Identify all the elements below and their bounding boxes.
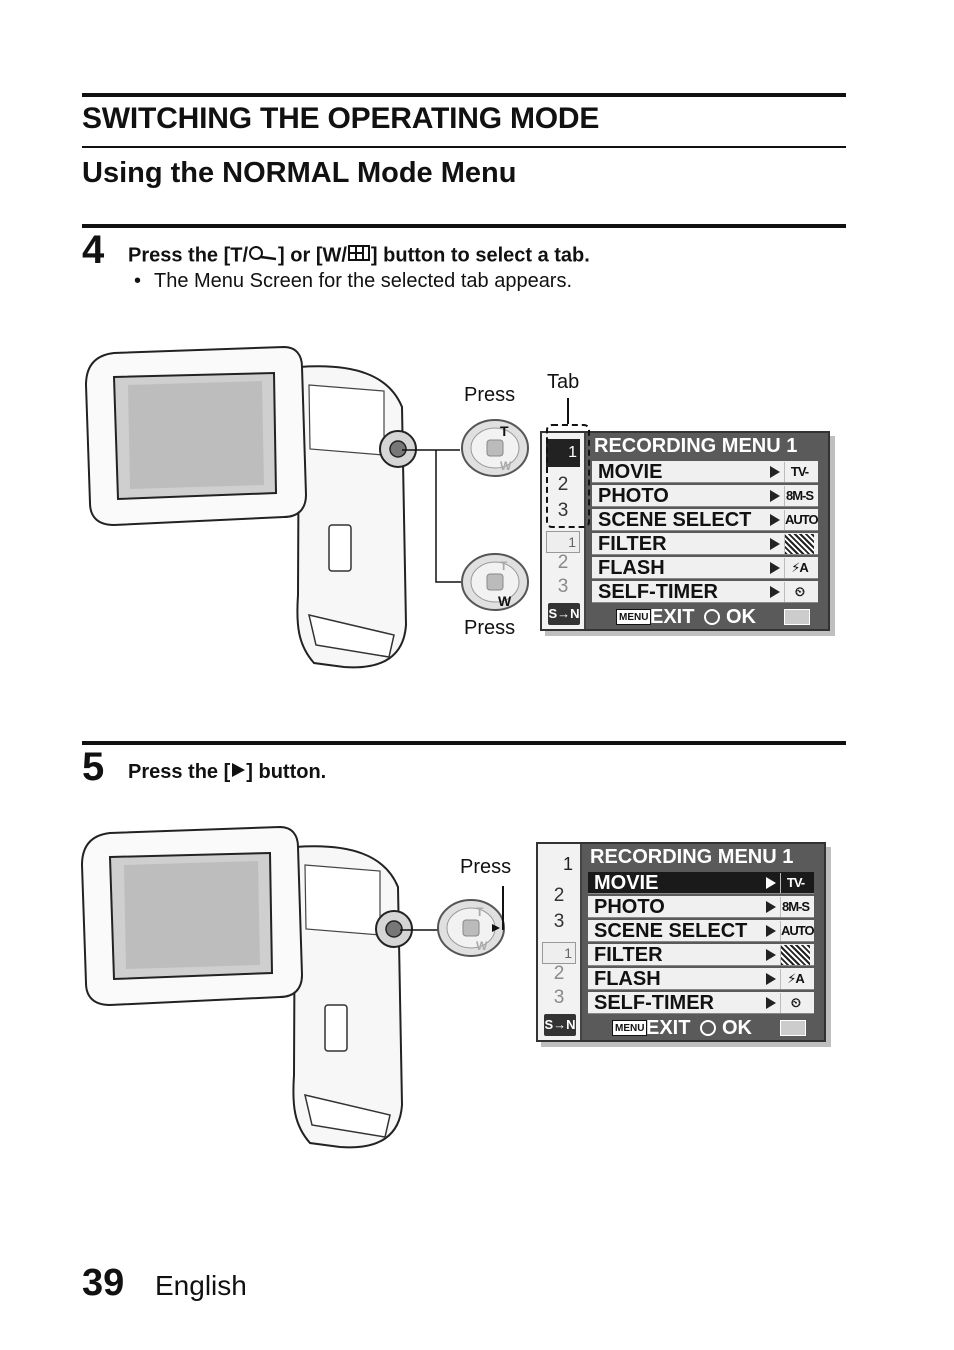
step4-number: 4: [82, 228, 105, 272]
menu-button-icon: MENU: [616, 609, 652, 625]
leader-lines: [402, 449, 466, 583]
ok-label: OK: [726, 606, 756, 628]
press-leader-step5: [502, 886, 504, 930]
step4-rule: [82, 224, 846, 228]
zoom-dial-bottom-icon: T W: [461, 553, 529, 611]
exit-label: EXIT: [650, 606, 695, 628]
tab-record-3[interactable]: 3: [557, 500, 569, 521]
menu-button-icon: MENU: [612, 1020, 648, 1036]
menu-item-flash[interactable]: FLASH⚡A: [592, 557, 818, 579]
step4-bullet: •The Menu Screen for the selected tab ap…: [134, 270, 573, 292]
page-number: 39: [82, 1262, 125, 1304]
tab-column: 1 2 3 1 2 3 S→N: [542, 433, 586, 629]
zoom-tele-icon: [248, 245, 278, 268]
step5-text-b: ] button.: [246, 761, 327, 783]
step5-instruction: Press the [ ] button.: [128, 761, 326, 784]
tab-record-3[interactable]: 3: [553, 911, 565, 932]
exit-label: EXIT: [646, 1017, 691, 1039]
tab-option-3[interactable]: 3: [557, 576, 569, 597]
menu-item-filter[interactable]: FILTER: [588, 944, 814, 966]
press-label-bottom: Press: [464, 617, 516, 639]
page-language: English: [155, 1270, 247, 1301]
filter-icon: [784, 534, 814, 554]
tab-label: Tab: [547, 371, 580, 393]
tab-option-3[interactable]: 3: [553, 987, 565, 1008]
step5-rule: [82, 741, 846, 745]
svg-text:T: T: [476, 905, 484, 919]
top-rule: [82, 93, 846, 97]
menu-footer: MENU EXIT OK: [592, 605, 818, 629]
camera-illustration-2: [80, 825, 413, 1149]
thumbnail-grid-icon: [347, 244, 371, 268]
tab-column-2: 1 2 3 1 2 3 S→N: [538, 844, 582, 1040]
tab-option-2[interactable]: 2: [553, 963, 565, 984]
svg-text:W: W: [500, 459, 512, 473]
tab-highlight-outline: [546, 424, 590, 528]
right-arrow-icon: [230, 761, 246, 784]
svg-text:T: T: [500, 423, 509, 439]
step4-text-c: ] button to select a tab.: [370, 244, 590, 267]
svg-text:T: T: [500, 559, 508, 573]
filter-icon: [780, 945, 810, 965]
menu-title: RECORDING MENU 1: [590, 846, 794, 868]
menu-item-flash[interactable]: FLASH⚡A: [588, 968, 814, 990]
zoom-dial-top-icon: T W: [461, 419, 529, 477]
step4-text-a: Press the [T/: [128, 244, 249, 267]
tab-record-1[interactable]: 1: [562, 854, 573, 874]
tab-record-2[interactable]: 2: [557, 474, 569, 495]
tab-record-2[interactable]: 2: [553, 885, 565, 906]
title-divider: [82, 146, 846, 148]
press-label-top: Press: [464, 384, 516, 406]
tab-option-1[interactable]: 1: [542, 942, 576, 964]
menu-item-filter[interactable]: FILTER: [592, 533, 818, 555]
step4-instruction: Press the [T/ ] or [W/ ] button to select …: [128, 244, 590, 268]
section-title: SWITCHING THE OPERATING MODE: [82, 102, 600, 135]
tab-record-1[interactable]: 1: [546, 439, 580, 467]
tab-leader-line: [567, 398, 569, 424]
menu-item-self-timer[interactable]: SELF-TIMER⏲: [592, 581, 818, 603]
tab-option-1[interactable]: 1: [546, 531, 580, 553]
self-timer-icon: ⏲: [784, 582, 814, 602]
memory-card-icon: [784, 609, 810, 625]
menu-item-self-timer[interactable]: SELF-TIMER⏲: [588, 992, 814, 1014]
mode-badge: S→N: [544, 1014, 576, 1036]
menu-title: RECORDING MENU 1: [594, 435, 798, 457]
menu-footer: MENU EXIT OK: [588, 1016, 814, 1040]
tab-option-2[interactable]: 2: [557, 552, 569, 573]
zoom-dial-step5-icon: T W: [437, 899, 505, 957]
svg-text:W: W: [498, 593, 512, 609]
joystick-icon: [700, 1020, 716, 1036]
memory-card-icon: [780, 1020, 806, 1036]
self-timer-icon: ⏲: [780, 993, 810, 1013]
press-label-step5: Press: [460, 856, 512, 878]
camera-illustration: [84, 345, 417, 669]
step4-text-b: ] or [W/: [278, 244, 347, 267]
subsection-title: Using the NORMAL Mode Menu: [82, 157, 517, 189]
joystick-icon: [704, 609, 720, 625]
step4-bullet-text: The Menu Screen for the selected tab app…: [154, 270, 573, 292]
svg-text:W: W: [476, 939, 488, 953]
step5-text-a: Press the [: [128, 761, 231, 783]
ok-label: OK: [722, 1017, 752, 1039]
mode-badge: S→N: [548, 603, 580, 625]
step5-number: 5: [82, 745, 105, 789]
